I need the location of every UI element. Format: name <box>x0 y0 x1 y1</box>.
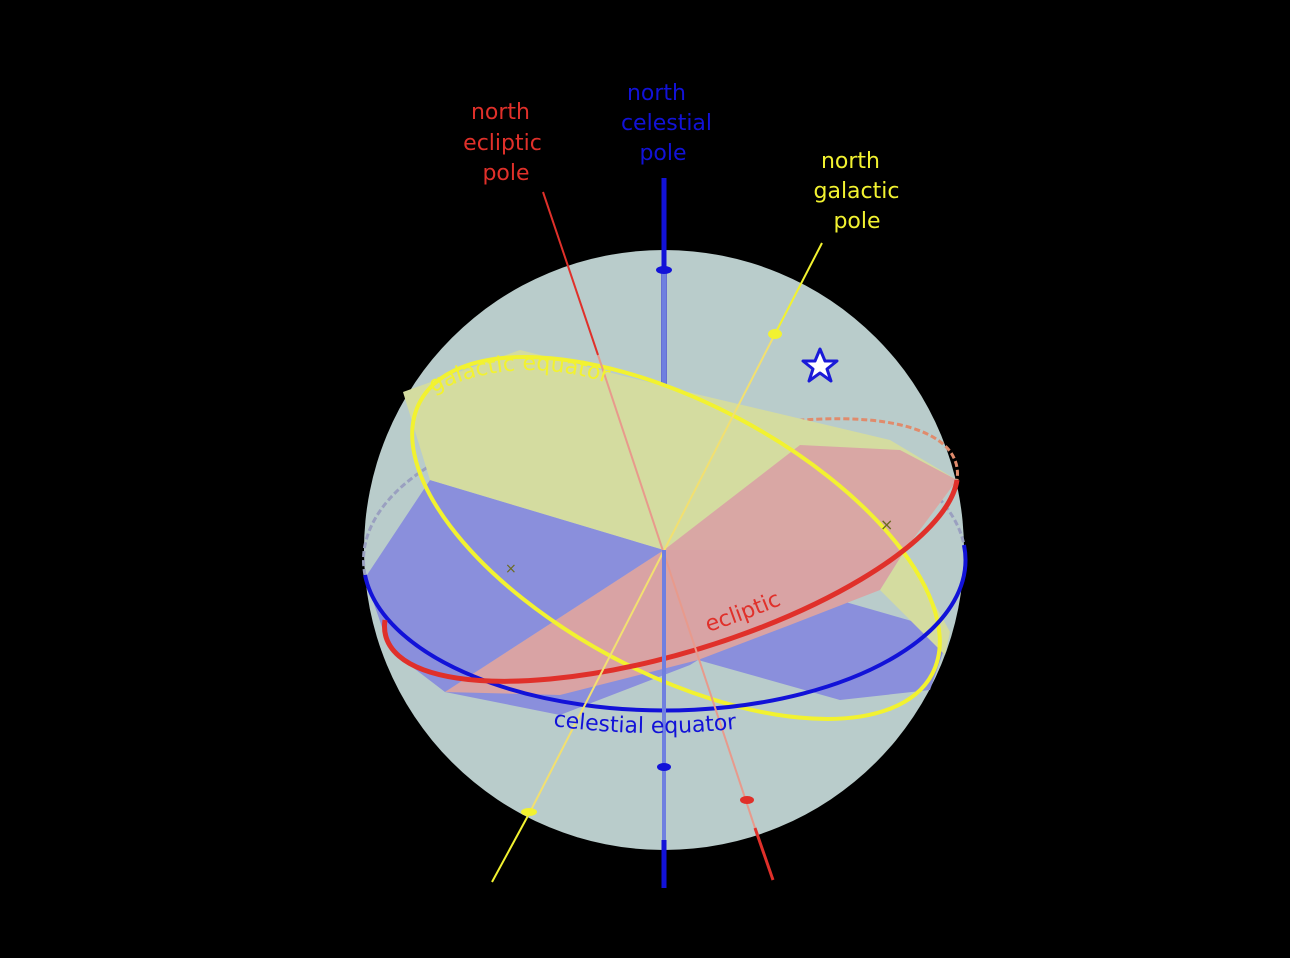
north-celestial-pole-marker <box>656 266 672 274</box>
south-ecliptic-pole-axis <box>753 827 775 881</box>
north-ecliptic-pole-axis <box>542 191 599 356</box>
node-cross-left: × <box>505 561 517 577</box>
ecliptic-plane-back <box>664 445 957 550</box>
star-icon <box>801 347 839 383</box>
south-galactic-pole-marker <box>521 808 537 816</box>
node-cross-right: × <box>880 515 893 534</box>
ecliptic-axis-inside <box>597 354 756 829</box>
galactic-axis-inside <box>529 333 776 813</box>
north-ecliptic-pole-label: north ecliptic pole <box>463 100 549 186</box>
north-galactic-pole-axis <box>774 242 823 335</box>
north-galactic-pole-marker <box>768 329 782 339</box>
north-galactic-pole-label: north galactic pole <box>814 149 907 234</box>
ecliptic-front <box>382 479 960 684</box>
celestial-equator-front <box>363 544 968 713</box>
south-ecliptic-pole-marker <box>740 796 754 804</box>
south-galactic-pole-axis <box>491 811 531 883</box>
galactic-equator-ring <box>410 355 942 721</box>
ecliptic-plane-front <box>445 550 905 695</box>
celestial-plane-left <box>365 480 664 692</box>
south-celestial-pole-marker <box>657 763 671 771</box>
north-celestial-pole-label: north celestial pole <box>621 81 719 166</box>
